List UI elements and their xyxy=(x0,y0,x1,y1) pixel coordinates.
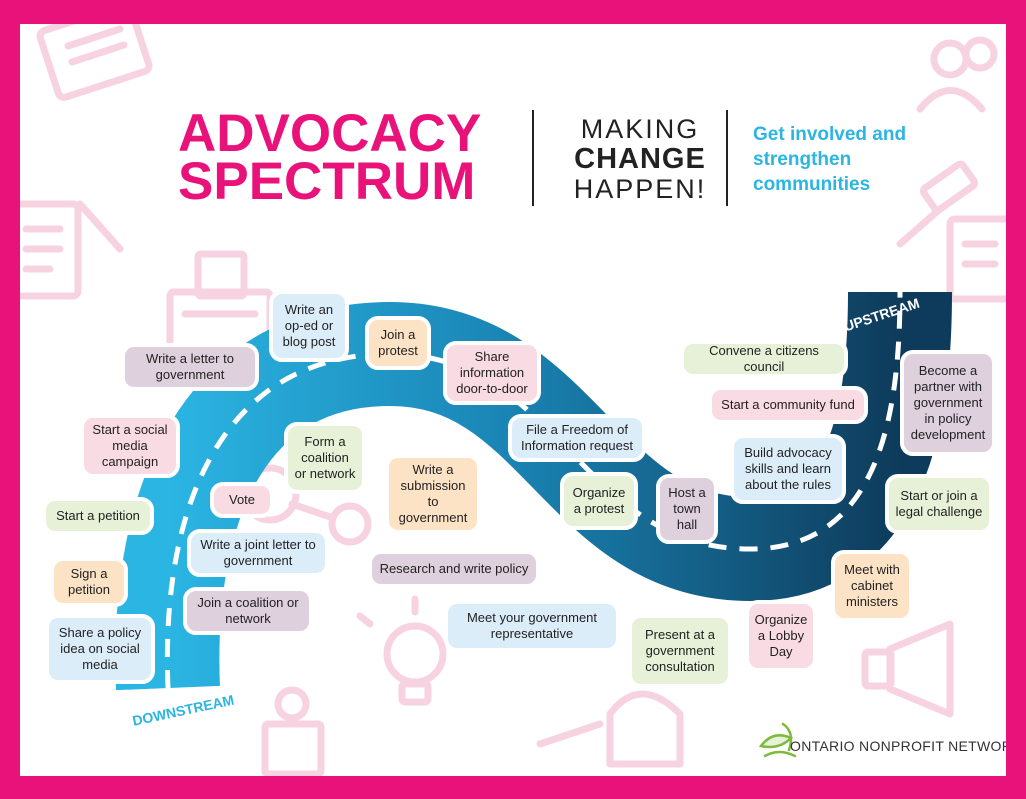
divider-1 xyxy=(532,110,534,206)
action-join-coalition: Join a coalition or network xyxy=(183,587,313,635)
action-meet-representative: Meet your government representative xyxy=(444,600,620,652)
hand-writing-icon xyxy=(536,690,684,768)
slogan-line-2: CHANGE xyxy=(574,143,706,175)
title-line-2: SPECTRUM xyxy=(178,152,476,211)
action-research-policy: Research and write policy xyxy=(368,550,540,588)
action-joint-letter: Write a joint letter to government xyxy=(187,529,329,577)
action-social-media-campaign: Start a social media campaign xyxy=(80,414,180,478)
action-present-consultation: Present at a government consultation xyxy=(628,614,732,688)
action-cabinet-ministers: Meet with cabinet ministers xyxy=(831,550,913,622)
slogan-line-3: HAPPEN! xyxy=(573,174,707,204)
downstream-label: DOWNSTREAM xyxy=(131,692,236,729)
action-form-coalition: Form a coalition or network xyxy=(284,422,366,494)
action-sign-petition: Sign a petition xyxy=(50,557,128,607)
action-join-protest: Join a protest xyxy=(365,316,431,370)
leaf-logo-icon xyxy=(758,722,797,758)
action-organize-protest: Organize a protest xyxy=(560,472,638,530)
action-op-ed: Write an op-ed or blog post xyxy=(269,290,349,362)
action-share-policy-idea: Share a policy idea on social media xyxy=(45,614,155,684)
poster-canvas: ADVOCACY SPECTRUM MAKING CHANGE HAPPEN! … xyxy=(20,24,1006,776)
tagline: Get involved and strengthen communities xyxy=(753,124,907,195)
action-letter-to-government: Write a letter to government xyxy=(121,343,259,391)
document-right-icon xyxy=(946,215,1006,303)
organization-name: ONTARIO NONPROFIT NETWORK xyxy=(790,738,1006,754)
document-icon xyxy=(20,200,124,300)
action-town-hall: Host a town hall xyxy=(656,474,718,544)
action-legal-challenge: Start or join a legal challenge xyxy=(885,474,993,534)
people-icon xyxy=(916,36,998,113)
action-lobby-day: Organize a Lobby Day xyxy=(745,600,817,672)
action-community-fund: Start a community fund xyxy=(708,386,868,424)
slogan-line-1: MAKING xyxy=(580,114,700,144)
action-door-to-door: Share information door-to-door xyxy=(443,341,541,405)
action-vote: Vote xyxy=(210,482,274,518)
action-advocacy-skills: Build advocacy skills and learn about th… xyxy=(730,434,846,504)
action-partner-government: Become a partner with government in poli… xyxy=(900,350,996,456)
megaphone-icon xyxy=(861,620,954,718)
slogan: MAKING CHANGE HAPPEN! xyxy=(560,114,720,204)
newspaper-icon xyxy=(36,24,153,101)
divider-2 xyxy=(726,110,728,206)
action-write-submission: Write a submission to government xyxy=(385,454,481,534)
action-start-petition: Start a petition xyxy=(42,497,154,535)
background-decorations xyxy=(20,24,1006,776)
gavel-icon xyxy=(896,160,979,248)
main-title: ADVOCACY SPECTRUM xyxy=(178,104,482,211)
podium-icon xyxy=(261,686,325,776)
action-foi-request: File a Freedom of Information request xyxy=(508,414,646,462)
action-citizens-council: Convene a citizens council xyxy=(680,340,848,378)
title-line-1: ADVOCACY xyxy=(178,104,482,163)
